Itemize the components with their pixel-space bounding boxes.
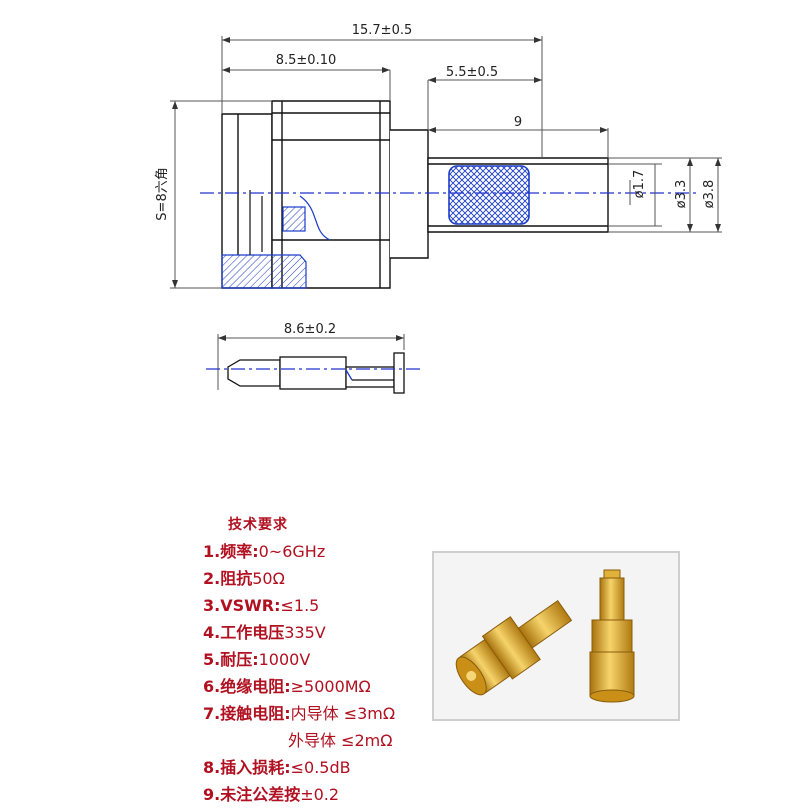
connector-photo-right <box>589 569 635 703</box>
spec-item: 5.耐压:1000V <box>203 650 311 669</box>
spec-title: 技术要求 <box>228 517 288 533</box>
connector-photo-illustration <box>455 569 635 703</box>
spec-item: 2.阻抗50Ω <box>203 569 285 588</box>
spec-item: 9.未注公差按±0.2 <box>203 785 340 804</box>
dim-overall-length: 15.7±0.5 <box>352 23 413 38</box>
spec-item: 7.接触电阻:内导体 ≤3mΩ <box>203 704 396 723</box>
spec-item: 6.绝缘电阻:≥5000MΩ <box>203 677 371 696</box>
spec-item: 4.工作电压335V <box>203 623 326 642</box>
spec-item: 3.VSWR:≤1.5 <box>203 596 320 615</box>
connector-photo-left <box>455 600 573 696</box>
dim-ferrule-length: 5.5±0.5 <box>446 65 498 80</box>
spec-list: 1.频率:0~6GHz 2.阻抗50Ω 3.VSWR:≤1.5 4.工作电压33… <box>203 538 395 808</box>
spec-item: 1.频率:0~6GHz <box>203 542 326 561</box>
spec-item: 外导体 ≤2mΩ <box>288 731 393 750</box>
connector-side-view <box>221 100 609 289</box>
spec-item: 8.插入损耗:≤0.5dB <box>203 758 351 777</box>
dim-diameter-inner: ø1.7 <box>632 170 647 199</box>
product-photo <box>432 551 680 721</box>
dim-hex-size: S=8六角 <box>155 167 170 220</box>
dim-diameter-outer: ø3.8 <box>702 180 717 209</box>
dim-hex-length: 8.5±0.10 <box>276 53 337 68</box>
center-pin-view <box>227 352 405 394</box>
dim-ferrule-section: 9 <box>514 115 522 130</box>
dim-diameter-mid: ø3.3 <box>674 180 689 209</box>
dimension-lines <box>170 36 722 390</box>
dim-pin-length: 8.6±0.2 <box>284 322 336 337</box>
dimension-arrows <box>172 37 721 341</box>
